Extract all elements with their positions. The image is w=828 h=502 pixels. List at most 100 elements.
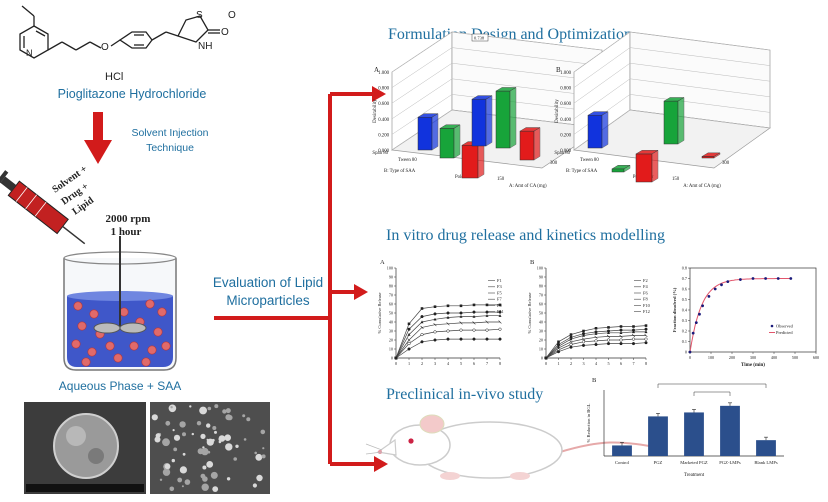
category-4: Blank LMPs [754,460,778,465]
point-F12-5 [606,342,611,346]
point-F2-8 [644,324,648,327]
series-line-F9 [395,328,501,359]
sem-particle-11 [177,477,183,483]
point-F3-7 [485,310,489,314]
legend-F12: F12 [643,309,650,314]
particle-3 [157,307,167,317]
legend-F11: F11 [497,309,504,314]
sem-particle-18 [179,466,187,474]
xtick-5: 500 [792,355,798,360]
atom-o-link-label: O [101,42,109,53]
ylabel: % Reduction in BGL [586,403,591,442]
observed-point-1 [691,331,695,335]
point-F6-6 [619,331,623,334]
legend-F8: F8 [643,297,648,302]
desirability-chart-b: 0.0000.2000.4000.6000.8001.000Desirabili… [554,31,771,189]
point-F6-3 [582,333,585,337]
xtick-7: 7 [486,361,488,366]
point-F11-0 [394,356,398,360]
xtick-5: 5 [607,361,609,366]
observed-point-6 [713,287,717,291]
sem-particle-52 [171,458,175,463]
bracket-1 [657,383,767,388]
ytick-4: 40 [389,320,393,325]
particle-10 [129,341,139,351]
observed-point-2 [694,321,698,324]
rat-icon [365,414,661,480]
legend-observed-marker [770,324,774,328]
bar-0 [612,445,632,456]
xtick-0: 0 [545,361,547,366]
stirrer-icon [93,236,147,334]
point-F1-2 [420,307,424,310]
sem-particle-3 [225,408,231,414]
bar-side-3 [677,97,685,145]
bar-3 [720,405,740,456]
atom-nh-label: NH [198,41,212,52]
xtick-2: 2 [570,361,572,366]
ytick-9: 90 [539,275,543,280]
xtick-6: 600 [813,355,819,360]
grid-line-back-5 [629,31,771,51]
point-F8-5 [606,334,611,339]
sem-particle-14 [154,436,161,443]
point-F8-2 [569,340,573,344]
point-F12-7 [631,342,636,346]
point-F2-7 [632,325,635,328]
hcl-label: HCl [105,71,123,83]
observed-point-7 [720,283,723,287]
grid-line-back-0 [629,109,771,129]
point-F3-6 [472,310,476,314]
point-F11-2 [420,340,424,344]
bracket-2 [693,391,731,396]
point-F11-7 [485,337,489,341]
particle-15 [81,357,91,367]
point-F11-4 [446,337,450,341]
sem-particle-28 [170,406,173,409]
arrow-head-preclinical [374,456,388,472]
ytick-4: 0.800 [378,87,389,92]
pioglitazone-structure [19,5,220,59]
ytick-2: 0.400 [560,118,571,123]
bar-2 [684,412,704,456]
sem-image-right [150,402,270,494]
phase-label: Aqueous Phase + SAA [59,379,181,393]
atom-s-label: S [196,10,203,21]
point-F2-5 [607,326,610,329]
sem-particle-15 [260,429,266,435]
particle-17 [113,353,123,363]
xtick-2: 200 [729,355,735,360]
series-line-F3 [395,311,500,359]
point-F3-2 [420,315,424,319]
arrow-head-formulation [372,86,386,102]
point-F9-5 [459,328,463,332]
point-F2-2 [569,333,573,336]
point-F9-4 [446,329,450,333]
series-line-F8 [545,335,646,359]
point-F10-3 [581,340,586,344]
sem-particle-29 [210,471,218,479]
particle-6 [153,327,163,337]
bar-3 [663,100,679,145]
point-F8-3 [581,337,586,341]
legend-F10: F10 [643,303,651,308]
grid-line-back-3 [629,62,771,82]
sem-particle-8 [169,486,175,492]
point-F12-0 [544,356,548,360]
observed-point-0 [688,350,692,354]
xtick-4: 4 [447,361,450,366]
sem-particle-50 [173,447,178,452]
point-F4-8 [644,327,648,331]
sem-particle-69 [261,454,266,459]
legend-F4: F4 [643,284,648,289]
particle-11 [147,345,157,355]
point-F11-5 [459,337,463,341]
sem-particle-39 [200,433,206,439]
bar-4 [756,440,776,456]
xtick-8: 8 [645,361,647,366]
sem-particle-19 [256,474,263,482]
sem-particle-13 [165,420,171,426]
point-F5-1 [407,333,411,336]
particle-9 [105,341,115,351]
panel-label: A [380,259,385,266]
